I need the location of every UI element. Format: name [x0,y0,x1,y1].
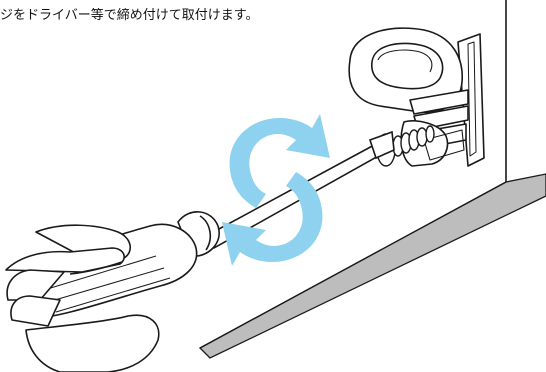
hand [5,224,160,372]
rotation-arrows-icon [222,114,330,266]
instruction-caption: ジをドライバー等で締め付けて取付けます。 [0,8,259,23]
floor-edge-line [199,181,507,349]
screwdriver [16,130,395,319]
bracket-part [348,27,485,167]
